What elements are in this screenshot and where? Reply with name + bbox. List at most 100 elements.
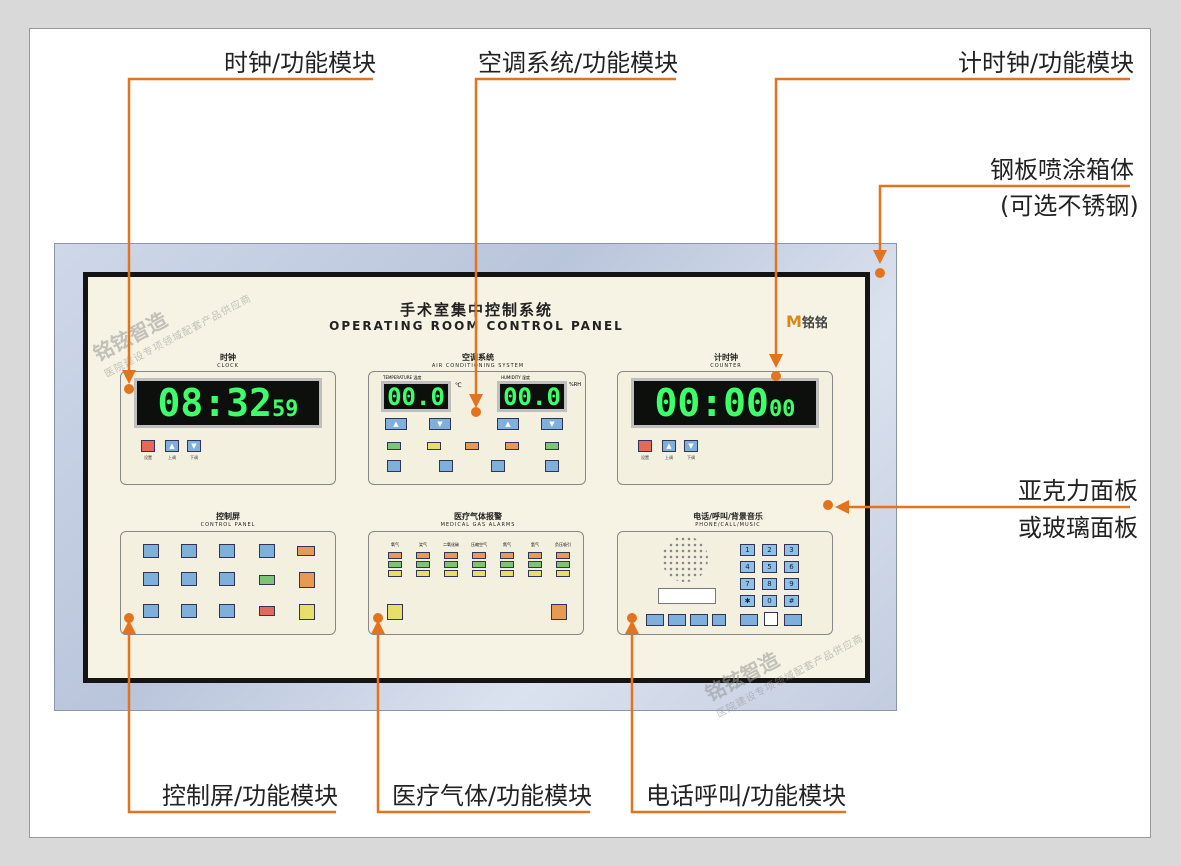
ctrl-indicator-2 — [259, 575, 275, 585]
hum-down-button[interactable]: ▼ — [541, 418, 563, 430]
gas-column-7: 负压吸引 — [553, 542, 573, 577]
counter-set-button[interactable] — [638, 440, 652, 452]
keypad-key-2[interactable]: 2 — [762, 544, 777, 556]
counter-module: 00:0000 ▲ ▼ 设置 上调 下调 — [617, 371, 833, 485]
label-ac-module: 空调系统/功能模块 — [478, 49, 679, 77]
gas-column-3: 二氧化碳 — [441, 542, 461, 577]
phone-func-3-button[interactable] — [690, 614, 708, 626]
counter-up-button[interactable]: ▲ — [662, 440, 676, 452]
counter-down-label: 下调 — [687, 455, 695, 460]
hum-up-button[interactable]: ▲ — [497, 418, 519, 430]
ctrl-light-10-button[interactable] — [219, 604, 235, 618]
gas-mute-button[interactable] — [387, 604, 403, 620]
ac-status-light-5 — [545, 442, 559, 450]
phone-call-button[interactable] — [740, 614, 758, 626]
gas-module: 氧气 笑气 二氧化碳 压缩空气 氮气 氩气 负压吸引 — [368, 531, 584, 635]
phone-func-4-button[interactable] — [712, 614, 726, 626]
ac-status-light-4 — [505, 442, 519, 450]
keypad-key-4[interactable]: 4 — [740, 561, 755, 573]
counter-up-label: 上调 — [665, 455, 673, 460]
humidity-unit: %RH — [569, 382, 581, 388]
label-phone-module: 电话呼叫/功能模块 — [646, 782, 847, 810]
ctrl-standby-button[interactable] — [299, 604, 315, 620]
keypad-key-hash[interactable]: # — [784, 595, 799, 607]
label-gas-module: 医疗气体/功能模块 — [392, 782, 593, 810]
gas-column-6: 氩气 — [525, 542, 545, 577]
label-clock-module: 时钟/功能模块 — [224, 49, 377, 77]
phone-func-2-button[interactable] — [668, 614, 686, 626]
label-housing-line2: (可选不锈钢) — [1000, 192, 1139, 220]
clock-module: 08:3259 ▲ ▼ 设置 上调 下调 — [120, 371, 336, 485]
ac-off-button[interactable] — [545, 460, 559, 472]
ctrl-indicator-3 — [259, 606, 275, 616]
ctrl-light-4-button[interactable] — [259, 544, 275, 558]
ac-status-light-1 — [387, 442, 401, 450]
keypad-key-9[interactable]: 9 — [784, 578, 799, 590]
label-housing-line1: 钢板喷涂箱体 — [990, 156, 1134, 184]
temperature-label: TEMPERATURE 温度 — [383, 375, 422, 380]
keypad-key-0[interactable]: 0 — [762, 595, 777, 607]
ac-on-button[interactable] — [387, 460, 401, 472]
label-panel-line2: 或玻璃面板 — [1018, 514, 1138, 542]
gas-column-1: 氧气 — [385, 542, 405, 577]
speaker-grille — [662, 536, 708, 582]
clock-down-label: 下调 — [190, 455, 198, 460]
gas-reset-button[interactable] — [551, 604, 567, 620]
label-panel-line1: 亚克力面板 — [1018, 477, 1138, 505]
keypad-key-5[interactable]: 5 — [762, 561, 777, 573]
counter-display: 00:0000 — [631, 378, 819, 428]
temp-up-button[interactable]: ▲ — [385, 418, 407, 430]
humidity-display: 00.0 — [497, 381, 567, 412]
gas-column-2: 笑气 — [413, 542, 433, 577]
humidity-label: HUMIDITY 湿度 — [501, 375, 530, 380]
ctrl-light-6-button[interactable] — [181, 572, 197, 586]
clock-display: 08:3259 — [134, 378, 322, 428]
brand-logo: M铭铭 — [786, 312, 828, 331]
keypad-key-1[interactable]: 1 — [740, 544, 755, 556]
ctrl-indicator-1 — [297, 546, 315, 556]
ctrl-light-7-button[interactable] — [219, 572, 235, 586]
clock-set-label: 设置 — [144, 455, 152, 460]
counter-set-label: 设置 — [641, 455, 649, 460]
phone-module: 1 2 3 4 5 6 7 8 9 ✱ 0 # — [617, 531, 833, 635]
temperature-display: 00.0 — [381, 381, 451, 412]
keypad-key-7[interactable]: 7 — [740, 578, 755, 590]
ac-status-light-2 — [427, 442, 441, 450]
ctrl-light-9-button[interactable] — [181, 604, 197, 618]
ctrl-light-2-button[interactable] — [181, 544, 197, 558]
label-control-module: 控制屏/功能模块 — [162, 782, 339, 810]
ctrl-light-8-button[interactable] — [143, 604, 159, 618]
ctrl-emergency-button[interactable] — [299, 572, 315, 588]
ctrl-light-5-button[interactable] — [143, 572, 159, 586]
keypad-key-star[interactable]: ✱ — [740, 595, 755, 607]
clock-up-button[interactable]: ▲ — [165, 440, 179, 452]
clock-down-button[interactable]: ▼ — [187, 440, 201, 452]
control-module — [120, 531, 336, 635]
temp-down-button[interactable]: ▼ — [429, 418, 451, 430]
phone-music-button[interactable] — [784, 614, 802, 626]
keypad-key-6[interactable]: 6 — [784, 561, 799, 573]
keypad-key-3[interactable]: 3 — [784, 544, 799, 556]
label-counter-module: 计时钟/功能模块 — [958, 49, 1135, 77]
gas-column-5: 氮气 — [497, 542, 517, 577]
phone-func-1-button[interactable] — [646, 614, 664, 626]
gas-column-4: 压缩空气 — [469, 542, 489, 577]
ac-fan-button[interactable] — [491, 460, 505, 472]
keypad-key-8[interactable]: 8 — [762, 578, 777, 590]
ac-status-light-3 — [465, 442, 479, 450]
ctrl-light-3-button[interactable] — [219, 544, 235, 558]
phone-handset-button[interactable] — [764, 612, 778, 626]
counter-down-button[interactable]: ▼ — [684, 440, 698, 452]
clock-set-button[interactable] — [141, 440, 155, 452]
ctrl-light-1-button[interactable] — [143, 544, 159, 558]
temperature-unit: ℃ — [455, 382, 462, 389]
phone-screen — [658, 588, 716, 604]
ac-mode-button[interactable] — [439, 460, 453, 472]
